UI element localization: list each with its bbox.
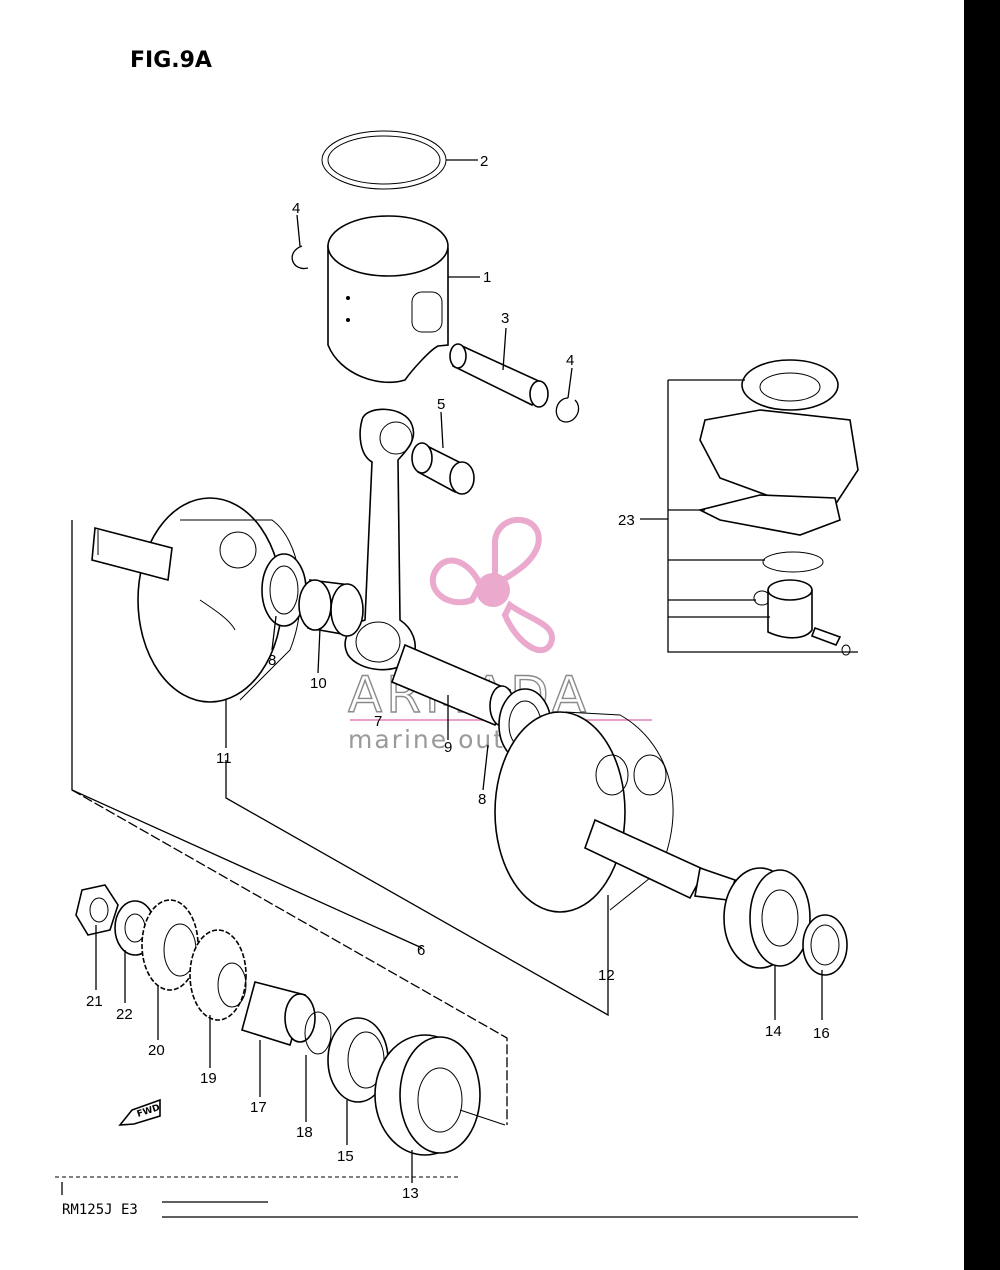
thrust-washer-left <box>261 553 307 627</box>
callout-4-upper: 4 <box>292 200 300 217</box>
callout-20: 20 <box>148 1042 165 1059</box>
callout-2: 2 <box>480 153 488 170</box>
callout-17: 17 <box>250 1099 267 1116</box>
piston-ring <box>321 130 447 190</box>
piston-pin <box>449 343 549 408</box>
callout-8-right: 8 <box>478 791 486 808</box>
callout-23: 23 <box>618 512 635 529</box>
callout-10: 10 <box>310 675 327 692</box>
callout-19: 19 <box>200 1070 217 1087</box>
circlip-upper <box>291 245 309 270</box>
crank-half-right <box>494 711 737 913</box>
callout-4-lower: 4 <box>566 352 574 369</box>
callout-13: 13 <box>402 1185 419 1202</box>
callout-22: 22 <box>116 1006 133 1023</box>
callout-21: 21 <box>86 993 103 1010</box>
oil-seal-right <box>802 914 848 976</box>
callout-6: 6 <box>417 942 425 959</box>
fwd-arrow-icon: FWD <box>118 1098 161 1126</box>
scan-edge <box>964 0 982 1270</box>
leader-lines <box>71 159 858 1183</box>
callout-3: 3 <box>501 310 509 327</box>
needle-bearing-big <box>298 579 364 637</box>
piston <box>327 215 449 384</box>
callout-1: 1 <box>483 269 491 286</box>
callout-16: 16 <box>813 1025 830 1042</box>
spacer-sleeve <box>241 981 316 1047</box>
callout-7: 7 <box>374 713 382 730</box>
callout-8-left: 8 <box>268 652 276 669</box>
circlip-lower <box>555 397 580 423</box>
callout-12: 12 <box>598 967 615 984</box>
o-ring <box>304 1011 332 1055</box>
gasket-set <box>697 359 859 656</box>
callout-11: 11 <box>216 750 232 767</box>
needle-bearing-small <box>411 442 475 495</box>
callout-18: 18 <box>296 1124 313 1141</box>
callout-9: 9 <box>444 739 452 756</box>
callout-5: 5 <box>437 396 445 413</box>
callout-labels: 2 1 4 3 4 5 8 10 7 9 8 11 6 12 14 16 21 … <box>86 153 830 1202</box>
figure-title: FIG.9A <box>130 48 212 73</box>
callout-14: 14 <box>765 1023 782 1040</box>
propeller-logo-icon <box>429 516 555 654</box>
bearing-right <box>723 867 811 969</box>
secondary-gear <box>189 929 247 1021</box>
model-code: RM125J E3 <box>62 1202 138 1218</box>
bearing-left <box>374 1034 506 1156</box>
crank-nut <box>75 884 119 936</box>
footer: RM125J E3 <box>55 1176 858 1218</box>
callout-15: 15 <box>337 1148 354 1165</box>
